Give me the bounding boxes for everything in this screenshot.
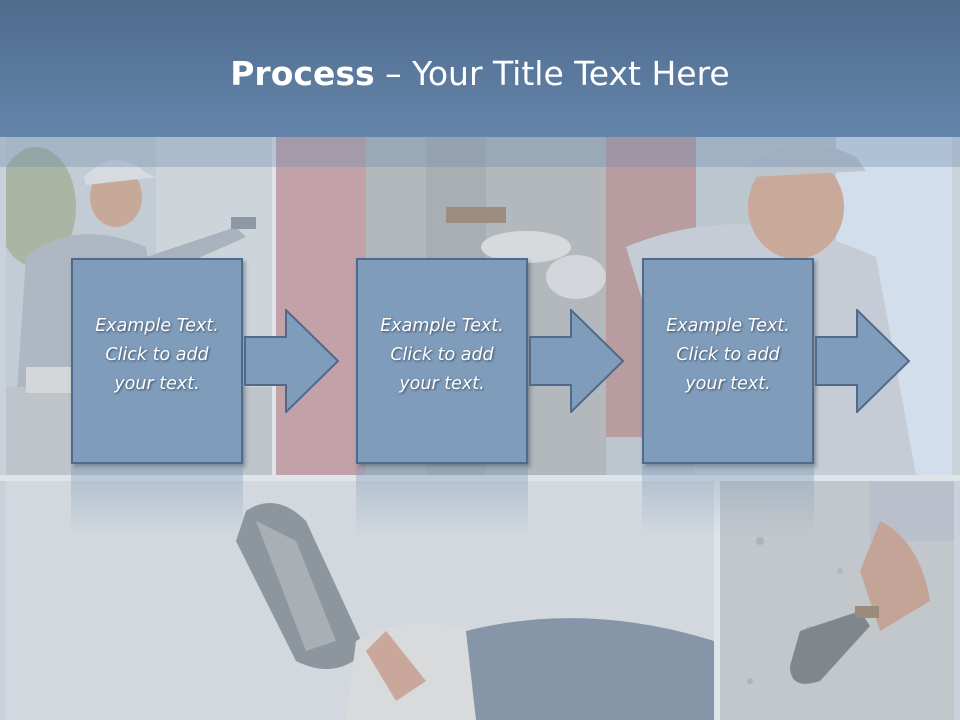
step-text-line: Click to add [676, 345, 780, 365]
slide-title[interactable]: Process – Your Title Text Here [0, 52, 960, 96]
step-text-line: your text. [114, 374, 200, 394]
step-box [642, 258, 814, 464]
title-bold: Process [230, 54, 375, 93]
step-text-line: Example Text. [95, 316, 219, 336]
title-rest: – Your Title Text Here [374, 54, 730, 93]
step-text[interactable]: Example Text. Click to add your text. [362, 312, 522, 399]
process-step-1[interactable]: Example Text. Click to add your text. [71, 258, 243, 464]
step-text[interactable]: Example Text. Click to add your text. [77, 312, 237, 399]
step-box [71, 258, 243, 464]
process-step-2[interactable]: Example Text. Click to add your text. [356, 258, 528, 464]
step-text-line: Click to add [390, 345, 494, 365]
step-reflection [71, 466, 243, 536]
step-text-line: your text. [685, 374, 771, 394]
step-text-line: Example Text. [380, 316, 504, 336]
step-text-line: Example Text. [666, 316, 790, 336]
title-band: Process – Your Title Text Here [0, 0, 960, 137]
step-text-line: Click to add [105, 345, 209, 365]
step-reflection [356, 466, 528, 536]
step-text[interactable]: Example Text. Click to add your text. [648, 312, 808, 399]
process-step-3[interactable]: Example Text. Click to add your text. [642, 258, 814, 464]
step-box [356, 258, 528, 464]
step-text-line: your text. [399, 374, 485, 394]
arrow-right-icon [815, 309, 911, 413]
arrow-right-icon [529, 309, 625, 413]
step-reflection [642, 466, 814, 536]
photo-trowel-hand [6, 481, 714, 720]
arrow-right-icon [244, 309, 340, 413]
photo-concrete-hand [720, 481, 954, 720]
